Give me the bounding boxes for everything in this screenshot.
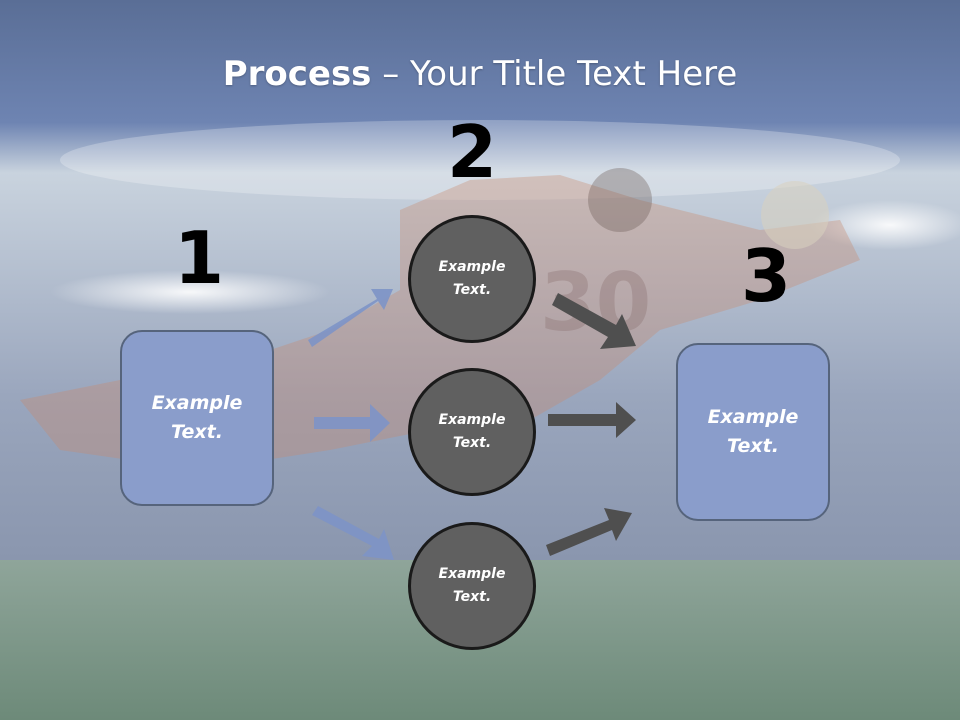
step-number-2: 2 [446,110,498,194]
blue-arrow-up [308,289,393,347]
step-1-box: Example Text. [120,330,274,506]
step-2-circle-bottom: Example Text. [408,522,536,650]
blue-arrow-down [312,506,394,560]
gray-arrow-right [548,402,636,438]
blue-arrow-right [314,404,390,442]
step-1-text: Example Text. [151,392,243,443]
gray-arrow-down [552,293,636,349]
step-number-1: 1 [173,216,225,300]
step-3-text: Example Text. [707,406,799,457]
step-2-circle-top: Example Text. [408,215,536,343]
step-2-text-bottom: Example Text. [438,566,506,605]
step-3-box: Example Text. [676,343,830,521]
step-2-circle-middle: Example Text. [408,368,536,496]
step-2-text-top: Example Text. [438,259,506,298]
title-bold: Process [222,54,372,94]
step-2-text-middle: Example Text. [438,412,506,451]
title-rest: – Your Title Text Here [371,54,738,94]
gray-arrow-up [546,508,632,556]
slide-title: Process – Your Title Text Here [0,52,960,96]
step-number-3: 3 [740,234,792,318]
